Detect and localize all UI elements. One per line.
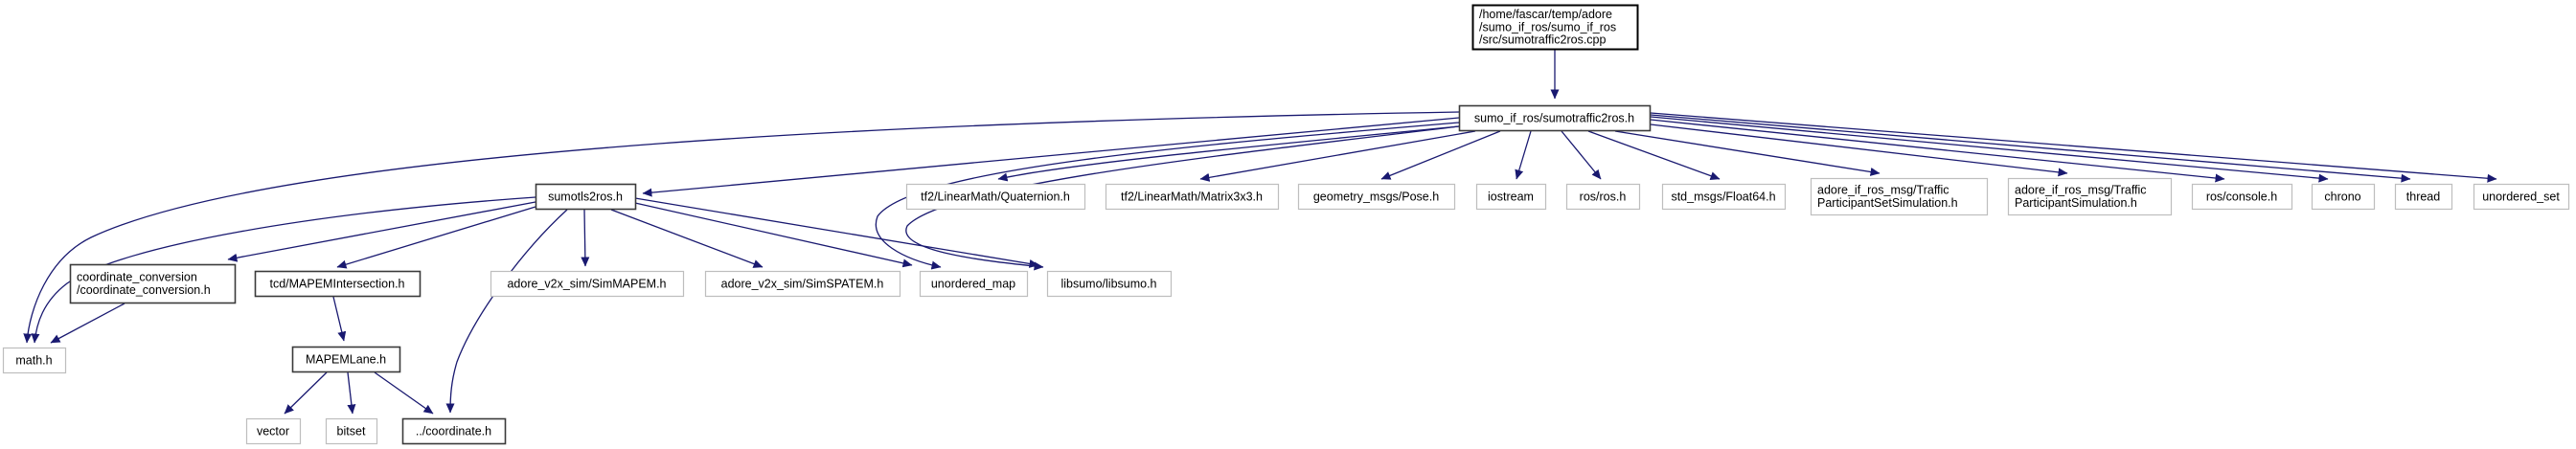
edge-hdr-to-chrono	[1650, 116, 2329, 183]
edge-hdr-to-setsim	[1614, 130, 1881, 176]
node-rosros: ros/ros.h	[1565, 183, 1641, 211]
node-label-chrono: chrono	[2324, 190, 2360, 203]
node-label-cpp: /home/fascar/temp/adore/sumo_if_ros/sumo…	[1479, 8, 1616, 47]
edge-hdr-to-tls	[642, 117, 1460, 197]
node-mat: tf2/LinearMath/Matrix3x3.h	[1105, 183, 1280, 211]
edge-hdr-to-thread	[1650, 114, 2411, 183]
edge-hdr-to-mat	[1199, 130, 1476, 182]
node-label-thread: thread	[2406, 190, 2440, 203]
edge-lane-to-bitset	[347, 371, 356, 415]
node-label-bitset: bitset	[337, 424, 366, 438]
node-label-iostream: iostream	[1488, 190, 1534, 203]
node-label-console: ros/console.h	[2206, 190, 2277, 203]
node-label-tls: sumotls2ros.h	[548, 190, 623, 203]
node-label-pose: geometry_msgs/Pose.h	[1313, 190, 1439, 203]
node-label-umap: unordered_map	[931, 277, 1015, 290]
edge-tls-to-cc	[227, 201, 536, 262]
node-simspatem: adore_v2x_sim/SimSPATEM.h	[704, 270, 901, 298]
edge-tls-to-libsumo	[634, 197, 1039, 268]
edge-hdr-to-rosros	[1561, 130, 1602, 180]
node-coord[interactable]: ../coordinate.h	[401, 417, 507, 445]
node-libsumo: libsumo/libsumo.h	[1046, 270, 1173, 298]
node-iostream: iostream	[1475, 183, 1547, 211]
node-math: math.h	[2, 347, 67, 374]
node-cpp: /home/fascar/temp/adore/sumo_if_ros/sumo…	[1471, 4, 1639, 51]
node-label-cc: coordinate_conversion/coordinate_convers…	[77, 271, 211, 297]
edge-hdr-to-sim	[1650, 123, 2068, 177]
edge-lane-to-vector	[284, 371, 328, 415]
edge-hdr-to-f64	[1587, 130, 1721, 180]
node-label-coord: ../coordinate.h	[416, 424, 491, 438]
node-f64: std_msgs/Float64.h	[1661, 183, 1787, 211]
node-label-mat: tf2/LinearMath/Matrix3x3.h	[1121, 190, 1263, 203]
node-pose: geometry_msgs/Pose.h	[1297, 183, 1456, 211]
edge-hdr-to-math	[23, 111, 1460, 344]
edge-hdr-to-uset	[1650, 112, 2497, 183]
node-simmapem: adore_v2x_sim/SimMAPEM.h	[490, 270, 685, 298]
node-label-vector: vector	[257, 424, 289, 438]
node-chrono: chrono	[2311, 183, 2376, 211]
node-lane[interactable]: MAPEMLane.h	[291, 346, 401, 373]
edge-tls-to-umap	[634, 202, 913, 268]
node-label-simmapem: adore_v2x_sim/SimMAPEM.h	[507, 277, 666, 290]
node-label-lane: MAPEMLane.h	[306, 352, 386, 366]
node-tls[interactable]: sumotls2ros.h	[535, 183, 637, 211]
node-label-math: math.h	[15, 353, 52, 367]
node-label-libsumo: libsumo/libsumo.h	[1060, 277, 1156, 290]
node-console: ros/console.h	[2191, 183, 2293, 211]
node-label-rosros: ros/ros.h	[1580, 190, 1627, 203]
edge-tls-to-math	[31, 196, 536, 344]
node-label-simspatem: adore_v2x_sim/SimSPATEM.h	[721, 277, 884, 290]
edge-cc-to-math	[50, 303, 125, 344]
node-label-uset: unordered_set	[2482, 190, 2560, 203]
node-bitset: bitset	[325, 417, 378, 445]
node-uset: unordered_set	[2473, 183, 2570, 211]
node-umap: unordered_map	[919, 270, 1029, 298]
node-label-tcd: tcd/MAPEMIntersection.h	[269, 277, 404, 290]
node-label-f64: std_msgs/Float64.h	[1671, 190, 1775, 203]
edge-tls-to-simspatem	[610, 209, 764, 268]
node-quat: tf2/LinearMath/Quaternion.h	[905, 183, 1086, 211]
node-thread: thread	[2394, 183, 2453, 211]
node-label-quat: tf2/LinearMath/Quaternion.h	[921, 190, 1070, 203]
edge-tls-to-tcd	[336, 206, 536, 269]
node-cc[interactable]: coordinate_conversion/coordinate_convers…	[69, 263, 237, 304]
edge-tcd-to-lane	[332, 296, 347, 342]
edge-hdr-to-iostream	[1515, 130, 1532, 180]
node-tcd[interactable]: tcd/MAPEMIntersection.h	[254, 270, 422, 298]
edge-hdr-to-console	[1650, 119, 2225, 183]
node-vector: vector	[245, 417, 302, 445]
edge-hdr-to-quat	[997, 125, 1460, 182]
edge-lane-to-coord	[374, 371, 434, 415]
edge-tls-to-coord	[445, 209, 568, 414]
node-label-hdr: sumo_if_ros/sumotraffic2ros.h	[1474, 111, 1634, 124]
node-hdr[interactable]: sumo_if_ros/sumotraffic2ros.h	[1458, 104, 1652, 132]
edge-tls-to-simmapem	[581, 209, 590, 267]
edge-hdr-to-pose	[1380, 130, 1501, 180]
